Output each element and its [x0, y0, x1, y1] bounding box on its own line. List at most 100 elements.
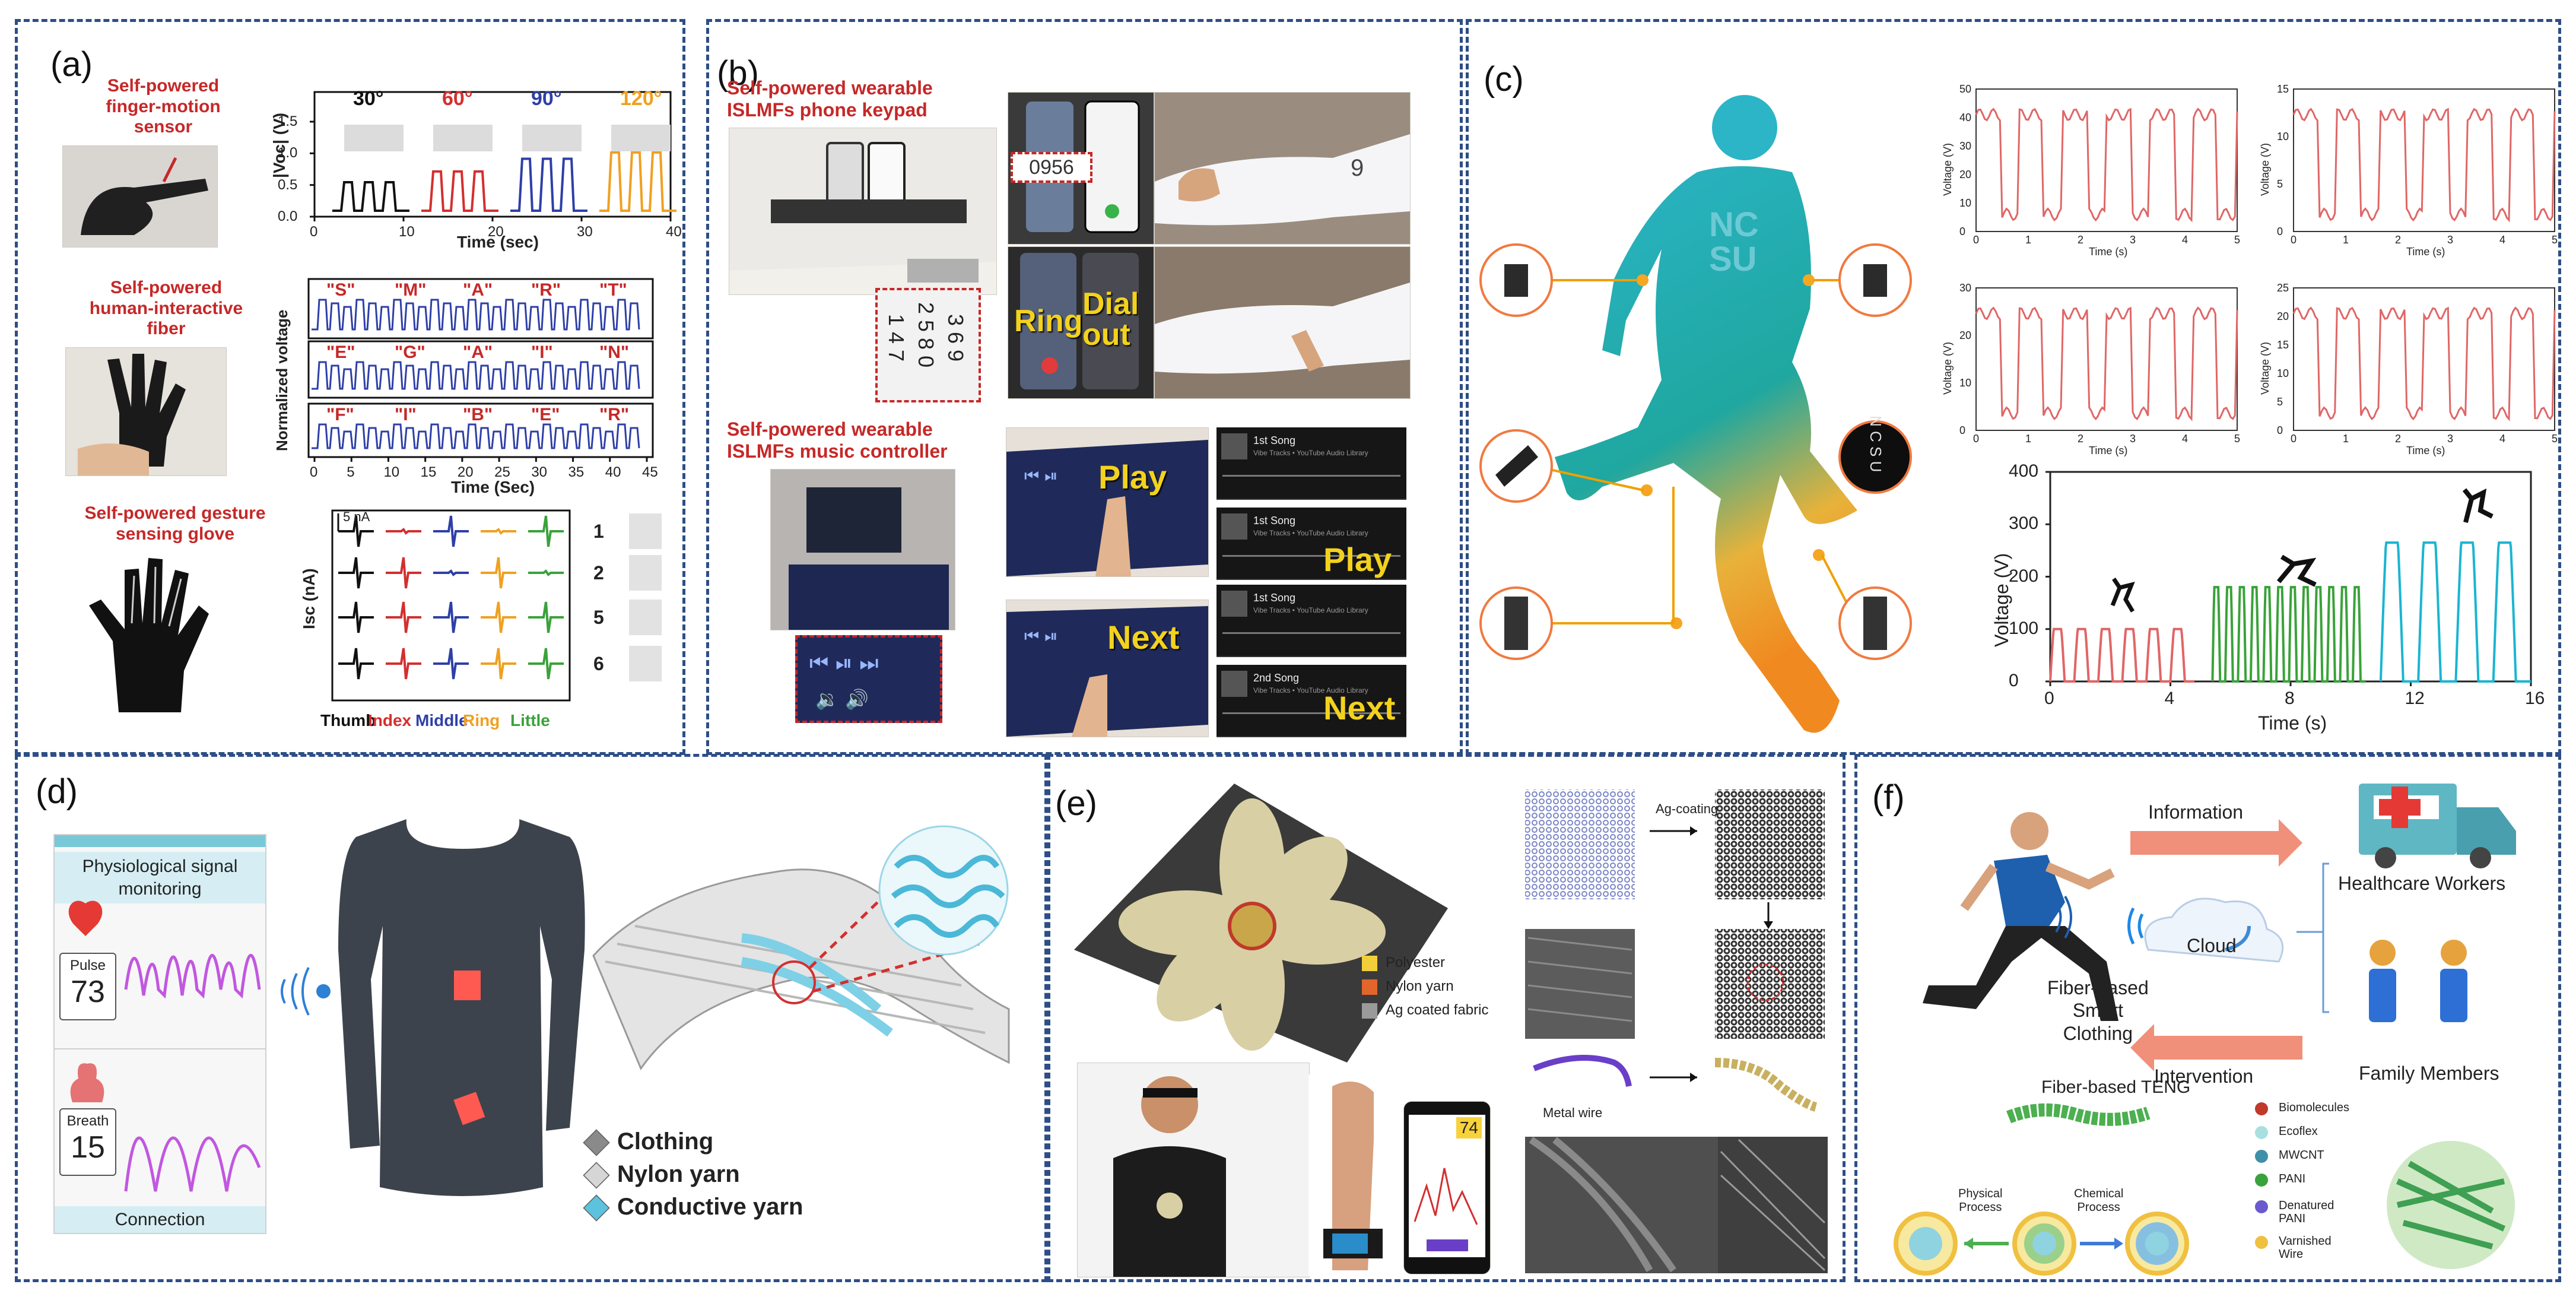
ag-coating-label: Ag-coating: [1656, 801, 1719, 816]
material-label: Biomolecules: [2279, 1101, 2349, 1114]
song-subtitle: Vibe Tracks • YouTube Audio Library: [1253, 449, 1368, 457]
voc-xlabel: Time (sec): [457, 233, 539, 251]
big-xtick-label: 0: [2044, 689, 2054, 708]
panel-c-label: (c): [1484, 60, 1524, 99]
small-ylabel: Voltage (V): [2259, 341, 2271, 395]
letter-label: "B": [463, 405, 493, 424]
big-ytick-label: 0: [2009, 671, 2019, 690]
isc-ylabel: Isc (nA): [300, 568, 318, 629]
small-xtick-label: 5: [2552, 433, 2558, 445]
man-wearing-headband-photo: [1077, 1063, 1310, 1277]
voc-xtick-label: 30: [577, 224, 593, 240]
small-xtick-label: 0: [2291, 433, 2297, 445]
next-text-1: Next: [1107, 619, 1180, 656]
play-text-1: Play: [1098, 458, 1167, 496]
breath-value: 15: [71, 1130, 105, 1165]
legend-item-label: Nylon yarn: [617, 1161, 740, 1187]
legend-item-label: Clothing: [617, 1128, 714, 1155]
gesture-glove-photo: [77, 552, 231, 718]
small-xtick-label: 4: [2182, 234, 2189, 246]
panel-d-label: (d): [36, 772, 78, 811]
small-xtick-label: 1: [2025, 234, 2032, 246]
play-text-2: Play: [1323, 541, 1392, 578]
small-ytick-label: 15: [2277, 83, 2289, 95]
ring-text: Ring: [1014, 304, 1083, 338]
song-thumbnail: [1221, 513, 1247, 540]
keypad-title: Self-powered wearable ISLMFs phone keypa…: [727, 77, 933, 120]
norm-xtick-label: 35: [568, 464, 585, 480]
small-ytick-label: 5: [2277, 178, 2283, 190]
small-xtick-label: 2: [2078, 433, 2084, 445]
letter-label: "A": [463, 343, 493, 362]
song-progress: [1222, 555, 1400, 557]
song-subtitle: Vibe Tracks • YouTube Audio Library: [1253, 606, 1368, 614]
phone-dial-photo: 0956: [1008, 92, 1154, 245]
big-ytick-label: 400: [2009, 461, 2039, 481]
norm-xtick-label: 45: [642, 464, 658, 480]
small-ytick-label: 15: [2277, 339, 2289, 351]
small-xtick-label: 2: [2395, 433, 2402, 445]
song-subtitle: Vibe Tracks • YouTube Audio Library: [1253, 529, 1368, 537]
legend-swatch: [1362, 956, 1377, 971]
next-text-2: Next: [1323, 689, 1396, 727]
next-gesture-photo: ⏮ ⏯ Next: [1006, 600, 1209, 737]
material-dot: [2255, 1126, 2268, 1139]
small-xtick-label: 5: [2234, 234, 2241, 246]
small-xlabel: Time (s): [2406, 246, 2445, 258]
small-ytick-label: 40: [1959, 112, 1972, 123]
pulse-value: 73: [71, 975, 105, 1009]
finger-name-label: Middle: [415, 711, 468, 730]
small-ytick-label: 30: [1959, 282, 1972, 294]
information-label: Information: [2148, 801, 2244, 823]
gesture-glove-note: Self-powered gesture sensing glove: [84, 503, 266, 544]
song-progress: [1222, 632, 1400, 634]
small-xtick-label: 1: [2343, 433, 2349, 445]
keypad-digits-col3: 3 6 9: [944, 314, 968, 362]
song-progress: [1222, 475, 1400, 477]
music-title: Self-powered wearable ISLMFs music contr…: [727, 418, 948, 462]
panel-c: [1466, 19, 2561, 755]
letter-label: "N": [599, 343, 630, 362]
panel-e: [1047, 754, 1846, 1282]
voc-ytick-label: 1.0: [278, 145, 298, 161]
letter-label: "M": [395, 280, 427, 300]
finger-name-label: Ring: [463, 711, 500, 730]
family-members-label: Family Members: [2359, 1063, 2499, 1084]
small-ytick-label: 10: [1959, 197, 1972, 209]
letter-label: "T": [599, 280, 627, 300]
monitor-title: Physiological signal monitoring: [55, 852, 265, 903]
big-xtick-label: 16: [2525, 689, 2545, 708]
breath-box: Breath 15: [59, 1108, 116, 1176]
intervention-label: Intervention: [2154, 1065, 2254, 1087]
legend-item-label: Polyester: [1386, 954, 1446, 971]
svg-text:9: 9: [1351, 155, 1364, 181]
norm-xtick-label: 30: [531, 464, 548, 480]
voc-ytick-label: 0.5: [278, 176, 298, 193]
panel-b: [706, 19, 1463, 755]
norm-ylabel: Normalized voltage: [273, 309, 291, 451]
material-dot: [2255, 1150, 2268, 1163]
material-label: Ecoflex: [2279, 1125, 2318, 1138]
letter-label: "A": [463, 280, 493, 300]
small-ytick-label: 50: [1959, 83, 1972, 95]
small-xtick-label: 3: [2130, 433, 2136, 445]
big-xtick-label: 8: [2285, 689, 2295, 708]
norm-xtick-label: 25: [494, 464, 510, 480]
finger-name-label: Thumb: [320, 711, 376, 730]
norm-xtick-label: 10: [383, 464, 400, 480]
breath-label: Breath: [66, 1113, 109, 1129]
small-xtick-label: 0: [1973, 433, 1980, 445]
wrist-sensor-photo: [1308, 1074, 1397, 1276]
big-xtick-label: 4: [2164, 689, 2175, 708]
song-progress: [1222, 712, 1400, 714]
music-desk-photo: [770, 469, 955, 630]
finger-name-label: Little: [510, 711, 550, 730]
letter-label: "R": [531, 280, 561, 300]
phone-monitor-photo: 74: [1403, 1101, 1491, 1274]
legend-item-label: Nylon yarn: [1386, 978, 1454, 994]
song-subtitle: Vibe Tracks • YouTube Audio Library: [1253, 686, 1368, 695]
